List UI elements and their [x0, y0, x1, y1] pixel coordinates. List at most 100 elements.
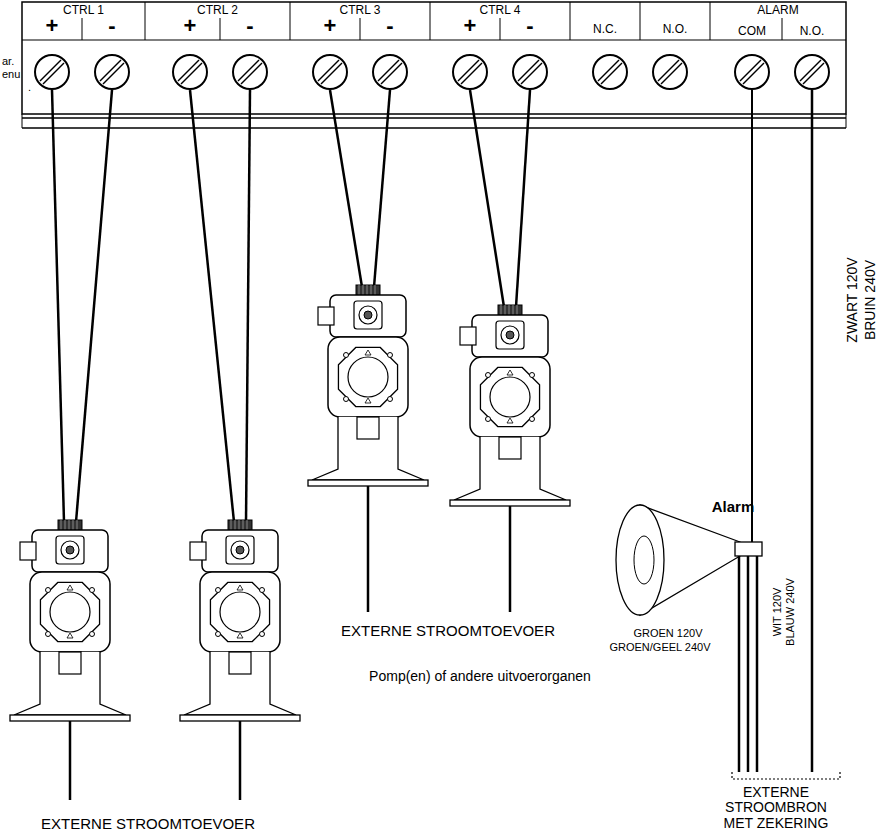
flow-mark [365, 398, 371, 403]
gland-rib [363, 285, 364, 295]
head-bolt [486, 417, 491, 422]
annotation-label: Alarm [712, 499, 755, 516]
head-bolt [216, 588, 221, 593]
base-plate [10, 715, 130, 721]
terminal-pole: - [526, 14, 533, 38]
metering-pump [450, 305, 570, 612]
adjust-knob [231, 541, 249, 559]
power-cable [509, 506, 512, 612]
control-wire [330, 90, 362, 287]
terminal-group-name: CTRL 1 [63, 4, 104, 17]
adjust-knob [359, 306, 377, 324]
base-plate [450, 500, 570, 506]
alarm-horn [616, 90, 840, 779]
head-bolt [90, 588, 95, 593]
terminal-group-name: CTRL 3 [340, 4, 381, 17]
power-cable [69, 721, 72, 800]
cable-gland [498, 305, 522, 315]
pump-body [470, 357, 550, 437]
gland-rib [505, 305, 506, 315]
rail-end [846, 114, 847, 128]
horn-mouth [616, 505, 664, 615]
horn-lead [756, 556, 759, 772]
diaphragm [50, 592, 90, 632]
header-divider [22, 39, 846, 40]
terminal-screw [35, 55, 69, 89]
gland-rib [367, 285, 368, 295]
base-plate [308, 480, 428, 486]
cable-gland [356, 285, 380, 295]
pole-divider [360, 18, 361, 40]
screw-slot [601, 63, 622, 84]
screw-slot [518, 60, 539, 81]
screw-slot [241, 63, 262, 84]
terminal-pole: COM [738, 25, 766, 38]
terminal-screw [173, 55, 207, 89]
terminal-label-cell: CTRL 3+ - [290, 3, 430, 40]
annotation-label: ar. [2, 55, 14, 67]
head-bolt [46, 588, 51, 593]
alarm-wire [751, 90, 753, 543]
pump-stand [454, 437, 566, 500]
screw-slot [318, 60, 339, 81]
screw-slot [238, 60, 259, 81]
cable-gland [228, 520, 252, 530]
valve-body [190, 542, 206, 560]
pole-divider [220, 18, 221, 40]
screw-slot [458, 60, 479, 81]
control-wire [374, 90, 390, 287]
annotation-label: EXTERNE STROOMBRON MET ZEKERING [712, 785, 840, 831]
terminal-pole: - [386, 14, 393, 38]
diaphragm [348, 357, 388, 397]
base-plate [180, 715, 300, 721]
pump-body [30, 572, 110, 652]
metering-pump [308, 285, 428, 612]
pole-divider [782, 18, 783, 40]
cell-divider [570, 2, 571, 40]
rail-end [22, 114, 23, 128]
annotation-label: Pomp(en) of andere uitvoerorganen [369, 669, 591, 684]
suction-fitting [499, 437, 521, 459]
pump-head [202, 530, 278, 572]
annotation-label: GROEN/GEEL 240V [609, 641, 710, 653]
screw-slot [100, 60, 121, 81]
head-bolt [260, 632, 265, 637]
screw-slot [43, 63, 64, 84]
flow-mark [67, 633, 73, 638]
screw-slot [178, 60, 199, 81]
screw-slot [381, 63, 402, 84]
suction-fitting [229, 652, 251, 674]
screw-slot [40, 60, 61, 81]
control-wire [52, 90, 64, 522]
terminal-group-name: ALARM [757, 4, 798, 17]
valve-block [496, 321, 524, 349]
suction-fitting [357, 417, 379, 439]
cell-divider [430, 2, 431, 40]
head-bolt [260, 588, 265, 593]
gland-rib [243, 520, 244, 530]
gland-rib [231, 520, 232, 530]
head-bolt [344, 397, 349, 402]
pump-head [330, 295, 406, 337]
terminal-screw [233, 55, 267, 89]
suction-fitting [357, 417, 379, 439]
terminal-screw [795, 55, 829, 89]
gland-rib [69, 520, 70, 530]
mounting-rail [22, 127, 846, 129]
terminal-block [22, 2, 846, 128]
terminal-pole: + [324, 14, 337, 38]
pump-stand [184, 652, 296, 715]
valve-block [56, 536, 84, 564]
terminal-group-name: CTRL 4 [480, 4, 521, 17]
terminal-pole: + [464, 14, 477, 38]
head-bolt [530, 373, 535, 378]
power-cable [367, 486, 370, 612]
mounting-rail [22, 117, 846, 119]
terminal-label-cell: ALARMCOMN.O. [710, 3, 846, 40]
terminal-pole: + [46, 14, 59, 38]
terminal-group-name: N.O. [663, 23, 688, 36]
metering-pump [10, 520, 130, 800]
annotation-label: . [28, 81, 31, 93]
cell-divider [640, 2, 641, 40]
terminal-label-cell: CTRL 4+ - [430, 3, 570, 40]
